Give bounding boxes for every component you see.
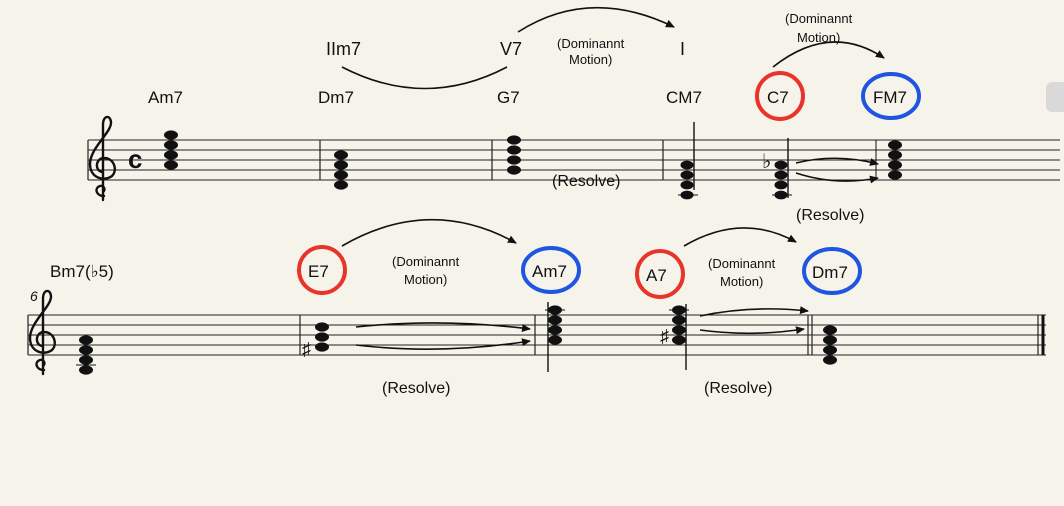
motion-note-line1: (Dominannt xyxy=(392,254,460,269)
target-ring xyxy=(802,247,862,295)
chord-symbol-bm7b5: Bm7(♭5) xyxy=(50,262,114,281)
chord-symbol-c7: C7 xyxy=(767,88,789,107)
staff-system-2 xyxy=(28,314,1046,356)
sharp-accidental: ♯ xyxy=(660,326,669,346)
sharp-accidental: ♯ xyxy=(302,339,311,359)
dominant-motion-arrow xyxy=(517,6,675,33)
chord-symbol: G7 xyxy=(497,88,520,107)
motion-note-line1: (Dominannt xyxy=(557,36,625,51)
chord-am7-target-notes xyxy=(545,302,565,372)
resolve-label: (Resolve) xyxy=(382,380,450,397)
chord-symbol: Dm7 xyxy=(318,88,354,107)
resolve-label: (Resolve) xyxy=(704,380,772,397)
chord-symbol-fm7: FM7 xyxy=(873,88,907,107)
staff-system-1 xyxy=(88,139,1060,181)
motion-note-line2: Motion) xyxy=(797,30,840,45)
dominant-ring xyxy=(297,245,347,295)
dominant-motion-arrow xyxy=(341,218,517,247)
target-ring xyxy=(861,72,921,120)
voice-leading-arrow xyxy=(355,338,531,350)
chord-dm7-notes xyxy=(334,150,348,190)
motion-note-line1: (Dominannt xyxy=(708,256,776,271)
flat-accidental: ♭ xyxy=(762,151,771,173)
chord-symbol: CM7 xyxy=(666,88,702,107)
chord-bm7b5-notes xyxy=(76,335,96,375)
dominant-motion-arrow xyxy=(683,227,797,247)
chord-g7-notes xyxy=(507,135,521,175)
treble-clef-icon xyxy=(28,289,56,376)
measure-number: 6 xyxy=(30,288,38,304)
chord-e7-notes xyxy=(315,322,329,352)
voice-leading-arrow xyxy=(699,326,805,335)
roman-numeral: I xyxy=(680,39,685,59)
chord-cm7-notes xyxy=(678,122,698,200)
chord-symbol-a7: A7 xyxy=(646,266,667,285)
motion-note-line2: Motion) xyxy=(720,274,763,289)
lock-tab-icon[interactable] xyxy=(1046,82,1064,112)
motion-note-line2: Motion) xyxy=(569,52,612,67)
motion-note-line2: Motion) xyxy=(404,272,447,287)
voice-leading-arrow xyxy=(699,306,809,317)
voice-leading-arrow xyxy=(795,172,879,184)
roman-numeral: IIm7 xyxy=(326,39,361,59)
motion-note-line1: (Dominannt xyxy=(785,11,853,26)
chord-symbol-am7: Am7 xyxy=(532,262,567,281)
ii-v-arc xyxy=(341,66,508,90)
roman-numeral: V7 xyxy=(500,39,522,59)
voice-leading-arrow xyxy=(795,157,879,166)
dominant-ring xyxy=(635,249,685,299)
resolve-label: (Resolve) xyxy=(552,173,620,190)
dominant-motion-arrow xyxy=(772,41,885,68)
chord-a7-notes xyxy=(669,304,689,370)
chord-symbol: Am7 xyxy=(148,88,183,107)
chord-symbol-e7: E7 xyxy=(308,262,329,281)
treble-clef-icon xyxy=(88,115,116,202)
time-signature: c xyxy=(128,144,142,174)
voice-leading-arrow xyxy=(355,322,531,333)
chord-c7-notes xyxy=(772,138,792,200)
resolve-label: (Resolve) xyxy=(796,207,864,224)
chord-dm7-target-notes xyxy=(823,325,837,365)
dominant-ring xyxy=(755,71,805,121)
target-ring xyxy=(521,246,581,294)
chord-symbol-dm7: Dm7 xyxy=(812,263,848,282)
chord-am7-notes xyxy=(164,130,178,170)
